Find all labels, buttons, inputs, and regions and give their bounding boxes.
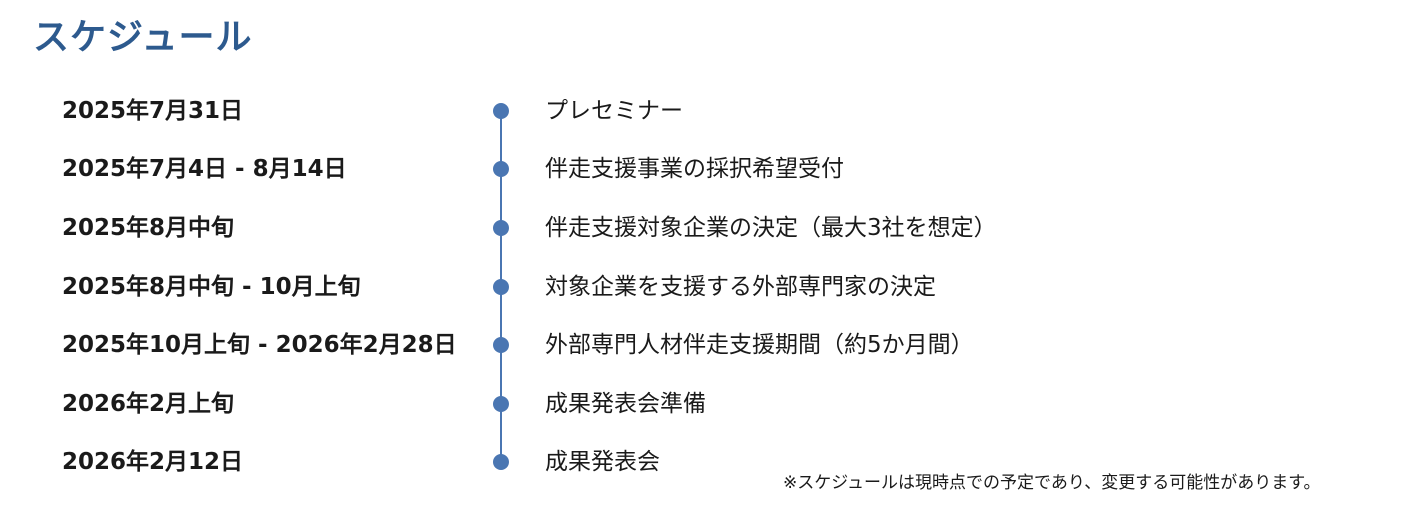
timeline-dot [493, 161, 509, 177]
timeline-dot [493, 279, 509, 295]
schedule-date: 2025年7月4日 - 8月14日 [62, 156, 347, 182]
schedule-event: 対象企業を支援する外部専門家の決定 [545, 274, 936, 300]
schedule-event: プレセミナー [545, 98, 683, 124]
schedule-row: 2026年2月12日 成果発表会 [0, 442, 1402, 482]
timeline-dot [493, 454, 509, 470]
schedule-row: 2025年7月4日 - 8月14日 伴走支援事業の採択希望受付 [0, 149, 1402, 189]
schedule-event: 伴走支援対象企業の決定（最大3社を想定） [545, 215, 997, 241]
schedule-row: 2025年7月31日 プレセミナー [0, 91, 1402, 131]
schedule-date: 2025年10月上旬 - 2026年2月28日 [62, 332, 457, 358]
schedule-event: 成果発表会準備 [545, 391, 706, 417]
schedule-date: 2025年7月31日 [62, 98, 244, 124]
schedule-event: 外部専門人材伴走支援期間（約5か月間） [545, 332, 974, 358]
schedule-event: 成果発表会 [545, 449, 660, 475]
timeline-dot [493, 103, 509, 119]
page-title: スケジュール [33, 17, 253, 58]
schedule-date: 2025年8月中旬 - 10月上旬 [62, 274, 361, 300]
schedule-row: 2025年10月上旬 - 2026年2月28日 外部専門人材伴走支援期間（約5か… [0, 325, 1402, 365]
schedule-row: 2025年8月中旬 伴走支援対象企業の決定（最大3社を想定） [0, 208, 1402, 248]
timeline-dot [493, 396, 509, 412]
timeline-dot [493, 337, 509, 353]
schedule-row: 2025年8月中旬 - 10月上旬 対象企業を支援する外部専門家の決定 [0, 267, 1402, 307]
schedule-row: 2026年2月上旬 成果発表会準備 [0, 384, 1402, 424]
schedule-date: 2026年2月12日 [62, 449, 244, 475]
disclaimer-note: ※スケジュールは現時点での予定であり、変更する可能性があります。 [783, 473, 1321, 493]
schedule-date: 2026年2月上旬 [62, 391, 235, 417]
schedule-date: 2025年8月中旬 [62, 215, 235, 241]
timeline-dot [493, 220, 509, 236]
schedule-event: 伴走支援事業の採択希望受付 [545, 156, 844, 182]
